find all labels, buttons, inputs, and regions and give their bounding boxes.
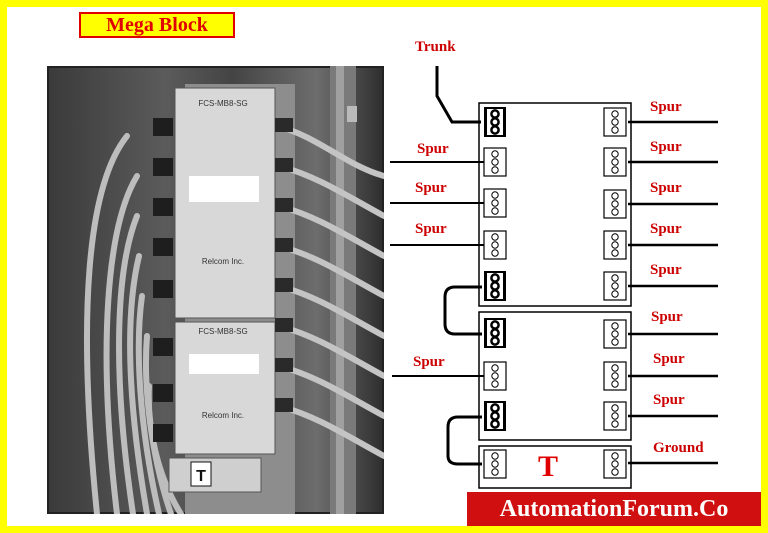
- spur-label: Spur: [417, 141, 449, 157]
- spur-label: Spur: [413, 354, 445, 370]
- mega-block-photo: T FCS-MB8-SG Relcom Inc. FCS-MB8-SG Relc…: [47, 66, 384, 514]
- title-box: Mega Block: [79, 12, 235, 38]
- photo-drawing: T FCS-MB8-SG Relcom Inc. FCS-MB8-SG Relc…: [47, 66, 384, 514]
- spur-label: Spur: [653, 392, 685, 408]
- terminator-module: [478, 445, 632, 489]
- spur-connector: [603, 361, 627, 391]
- watermark: AutomationForum.Co: [467, 492, 761, 526]
- jumper-cable-1: [443, 285, 482, 336]
- ground-connector: [603, 449, 627, 479]
- photo-maker-top: Relcom Inc.: [202, 257, 244, 266]
- spur-connector: [603, 107, 627, 137]
- spur-connector: [603, 271, 627, 301]
- photo-terminator-badge: T: [196, 468, 206, 485]
- spur-label: Spur: [415, 221, 447, 237]
- spur-label: Spur: [650, 139, 682, 155]
- terminator-connector: [483, 449, 507, 479]
- spur-connector: [603, 147, 627, 177]
- spur-connector: [483, 230, 507, 260]
- spur-label: Spur: [415, 180, 447, 196]
- spur-label: Spur: [650, 180, 682, 196]
- spur-connector: [603, 401, 627, 431]
- jumper-cable-2: [446, 415, 482, 466]
- photo-maker-bottom: Relcom Inc.: [202, 411, 244, 420]
- spur-connector: [603, 230, 627, 260]
- spur-label: Spur: [650, 262, 682, 278]
- photo-module-label-top: FCS-MB8-SG: [198, 99, 247, 108]
- jumper-connector: [482, 399, 508, 433]
- photo-module-label-bottom: FCS-MB8-SG: [198, 327, 247, 336]
- trunk-connector: [482, 105, 508, 139]
- terminator-label: T: [538, 450, 559, 483]
- spur-connector: [603, 319, 627, 349]
- jumper-connector: [482, 269, 508, 303]
- spur-label: Spur: [651, 309, 683, 325]
- jumper-connector: [482, 316, 508, 350]
- trunk-label: Trunk: [415, 39, 456, 55]
- spur-connector: [603, 189, 627, 219]
- spur-label: Spur: [650, 99, 682, 115]
- trunk-line: [435, 66, 481, 124]
- ground-label: Ground: [653, 440, 704, 456]
- spur-connector: [483, 147, 507, 177]
- spur-connector: [483, 188, 507, 218]
- spur-connector: [483, 361, 507, 391]
- spur-label: Spur: [650, 221, 682, 237]
- spur-label: Spur: [653, 351, 685, 367]
